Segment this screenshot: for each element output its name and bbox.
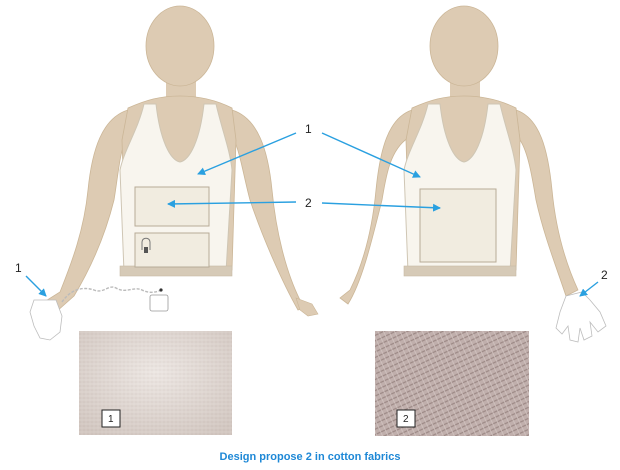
arrow-wrist-left <box>26 276 46 296</box>
left-figure-left-hand <box>296 298 318 316</box>
left-figure-head <box>146 6 214 86</box>
callout-label-2: 2 <box>305 196 312 210</box>
left-figure-right-arm <box>44 110 128 312</box>
callout-label-1: 1 <box>305 122 312 136</box>
wrist-callout-left: 1 <box>15 261 22 275</box>
right-figure-pocket <box>420 189 496 262</box>
fabric-swatch-2: 2 <box>375 331 529 436</box>
arrow-wrist-right <box>580 282 598 296</box>
sensor-cable <box>62 287 162 302</box>
sensor-box <box>150 295 168 311</box>
swatch-2-label: 2 <box>403 414 409 425</box>
left-figure-pocket-upper <box>135 187 209 226</box>
right-figure-left-arm <box>516 110 578 296</box>
cable-connector <box>159 288 162 291</box>
right-figure-head <box>430 6 498 86</box>
left-figure <box>30 6 318 340</box>
figure-caption: Design propose 2 in cotton fabrics <box>0 451 620 463</box>
wrist-callout-right: 2 <box>601 268 608 282</box>
fabric-swatch-1: 1 <box>79 331 232 435</box>
right-figure <box>340 6 606 342</box>
left-figure-left-arm <box>232 110 308 310</box>
right-figure-hem <box>404 266 516 276</box>
swatch-1-label: 1 <box>108 414 114 425</box>
left-figure-glove <box>30 300 62 340</box>
right-figure-glove <box>556 292 606 342</box>
device-body <box>144 247 148 253</box>
